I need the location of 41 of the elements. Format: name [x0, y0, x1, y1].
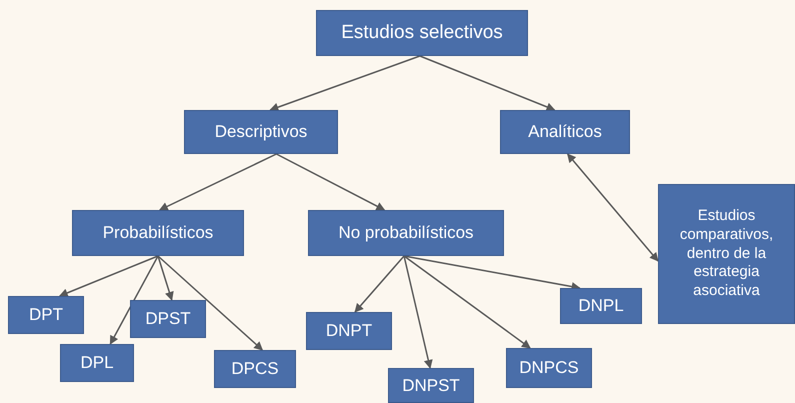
category-box [316, 10, 528, 56]
category-box [8, 296, 84, 334]
box-label: Descriptivos [214, 121, 308, 143]
box-label: DPCS [231, 358, 279, 380]
category-box [506, 348, 592, 388]
arrow [58, 255, 158, 298]
box-label: DNPL [578, 295, 624, 317]
box-label: DNPCS [519, 357, 579, 379]
category-box [560, 288, 642, 324]
category-box [500, 110, 630, 154]
arrow [158, 153, 277, 211]
category-box [658, 184, 795, 324]
box-label: DPL [80, 352, 114, 374]
arrow [269, 55, 420, 112]
arrow [404, 255, 531, 349]
box-label: Analíticos [528, 121, 602, 143]
box-label: DNPT [326, 320, 372, 342]
box-label: DNPST [402, 374, 460, 396]
category-box [72, 210, 244, 256]
arrow [404, 255, 581, 291]
arrow [110, 256, 159, 345]
arrow [420, 55, 556, 112]
category-box [184, 110, 338, 154]
arrow [157, 256, 174, 301]
box-label: No probabilísticos [338, 222, 474, 244]
box-label: Probabilísticos [102, 222, 214, 244]
category-box [60, 344, 134, 382]
arrow [567, 153, 659, 262]
category-box [214, 350, 296, 388]
box-label: DPST [145, 308, 191, 330]
arrow [158, 255, 264, 351]
arrow [403, 256, 433, 369]
box-label: Estudios selectivos [341, 21, 503, 45]
category-box [308, 210, 504, 256]
arrow [354, 256, 405, 313]
category-box [306, 312, 392, 350]
category-box [130, 300, 206, 338]
box-label: Estudios comparativos, dentro de la estrategia asociativa [678, 207, 774, 301]
box-label: DPT [29, 304, 63, 326]
category-box [388, 368, 474, 403]
arrow [276, 153, 386, 211]
